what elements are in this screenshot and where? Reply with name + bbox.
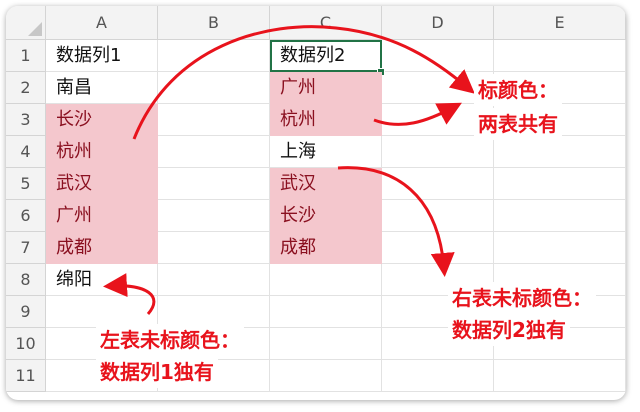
cell-a1[interactable]: 数据列1: [46, 40, 158, 72]
note-right-line1: 右表未标颜色：: [448, 282, 596, 314]
empty-cell[interactable]: [158, 200, 270, 232]
row-header-3[interactable]: 3: [6, 104, 46, 136]
column-header-e[interactable]: E: [494, 6, 626, 40]
row-header-8[interactable]: 8: [6, 264, 46, 296]
empty-cell[interactable]: [382, 40, 494, 72]
row-header-10[interactable]: 10: [6, 328, 46, 360]
select-all-corner[interactable]: [6, 6, 46, 40]
cell-a8[interactable]: 绵阳: [46, 264, 158, 296]
empty-cell[interactable]: [158, 168, 270, 200]
cell-a4[interactable]: 杭州: [46, 136, 158, 168]
empty-cell[interactable]: [270, 360, 382, 392]
column-header-a[interactable]: A: [46, 6, 158, 40]
row-header-4[interactable]: 4: [6, 136, 46, 168]
cell-c4[interactable]: 上海: [270, 136, 382, 168]
cell-a6[interactable]: 广州: [46, 200, 158, 232]
arrow-to-left-note: [103, 273, 156, 315]
cell-c3[interactable]: 杭州: [270, 104, 382, 136]
note-left-line2: 数据列1独有: [96, 356, 218, 388]
empty-cell[interactable]: [382, 264, 494, 296]
empty-cell[interactable]: [382, 168, 494, 200]
empty-cell[interactable]: [494, 360, 626, 392]
column-header-c[interactable]: C: [270, 6, 382, 40]
row-header-6[interactable]: 6: [6, 200, 46, 232]
empty-cell[interactable]: [494, 168, 626, 200]
empty-cell[interactable]: [158, 40, 270, 72]
cell-c2[interactable]: 广州: [270, 72, 382, 104]
empty-cell[interactable]: [158, 360, 270, 392]
empty-cell[interactable]: [158, 72, 270, 104]
empty-cell[interactable]: [270, 296, 382, 328]
row-header-2[interactable]: 2: [6, 72, 46, 104]
empty-cell[interactable]: [494, 232, 626, 264]
screenshot-frame: A B C D E 1 2 3 4 5 6 7 8 9 10 11 数据列1 南…: [6, 6, 626, 400]
empty-cell[interactable]: [494, 40, 626, 72]
row-header-7[interactable]: 7: [6, 232, 46, 264]
empty-cell[interactable]: [158, 104, 270, 136]
cell-a5[interactable]: 武汉: [46, 168, 158, 200]
cell-a2[interactable]: 南昌: [46, 72, 158, 104]
empty-cell[interactable]: [270, 328, 382, 360]
spreadsheet-grid: A B C D E 1 2 3 4 5 6 7 8 9 10 11 数据列1 南…: [6, 6, 626, 400]
note-right-line2: 数据列2独有: [448, 314, 570, 346]
column-header-d[interactable]: D: [382, 6, 494, 40]
arrow-to-right-note: [337, 166, 455, 277]
note-left-line1: 左表未标颜色：: [96, 324, 244, 356]
empty-cell[interactable]: [382, 360, 494, 392]
cell-c7[interactable]: 成都: [270, 232, 382, 264]
row-header-11[interactable]: 11: [6, 360, 46, 392]
row-header-9[interactable]: 9: [6, 296, 46, 328]
note-shared-line1: 标颜色：: [474, 74, 562, 106]
cell-a7[interactable]: 成都: [46, 232, 158, 264]
row-header-5[interactable]: 5: [6, 168, 46, 200]
select-all-triangle-icon: [28, 22, 42, 36]
empty-cell[interactable]: [494, 328, 626, 360]
cell-c1[interactable]: 数据列2: [270, 40, 382, 72]
empty-cell[interactable]: [158, 232, 270, 264]
note-shared-line2: 两表共有: [474, 108, 562, 140]
empty-cell[interactable]: [382, 136, 494, 168]
arrow-to-shared-note: [132, 25, 475, 140]
empty-cell[interactable]: [270, 264, 382, 296]
cell-a3[interactable]: 长沙: [46, 104, 158, 136]
annotation-arrows: [103, 25, 475, 315]
cell-c5[interactable]: 武汉: [270, 168, 382, 200]
cell-c6[interactable]: 长沙: [270, 200, 382, 232]
empty-cell[interactable]: [494, 136, 626, 168]
empty-cell[interactable]: [158, 264, 270, 296]
empty-cell[interactable]: [494, 200, 626, 232]
row-header-1[interactable]: 1: [6, 40, 46, 72]
empty-cell[interactable]: [158, 136, 270, 168]
arrow-from-c3-to-shared-note: [373, 102, 462, 126]
